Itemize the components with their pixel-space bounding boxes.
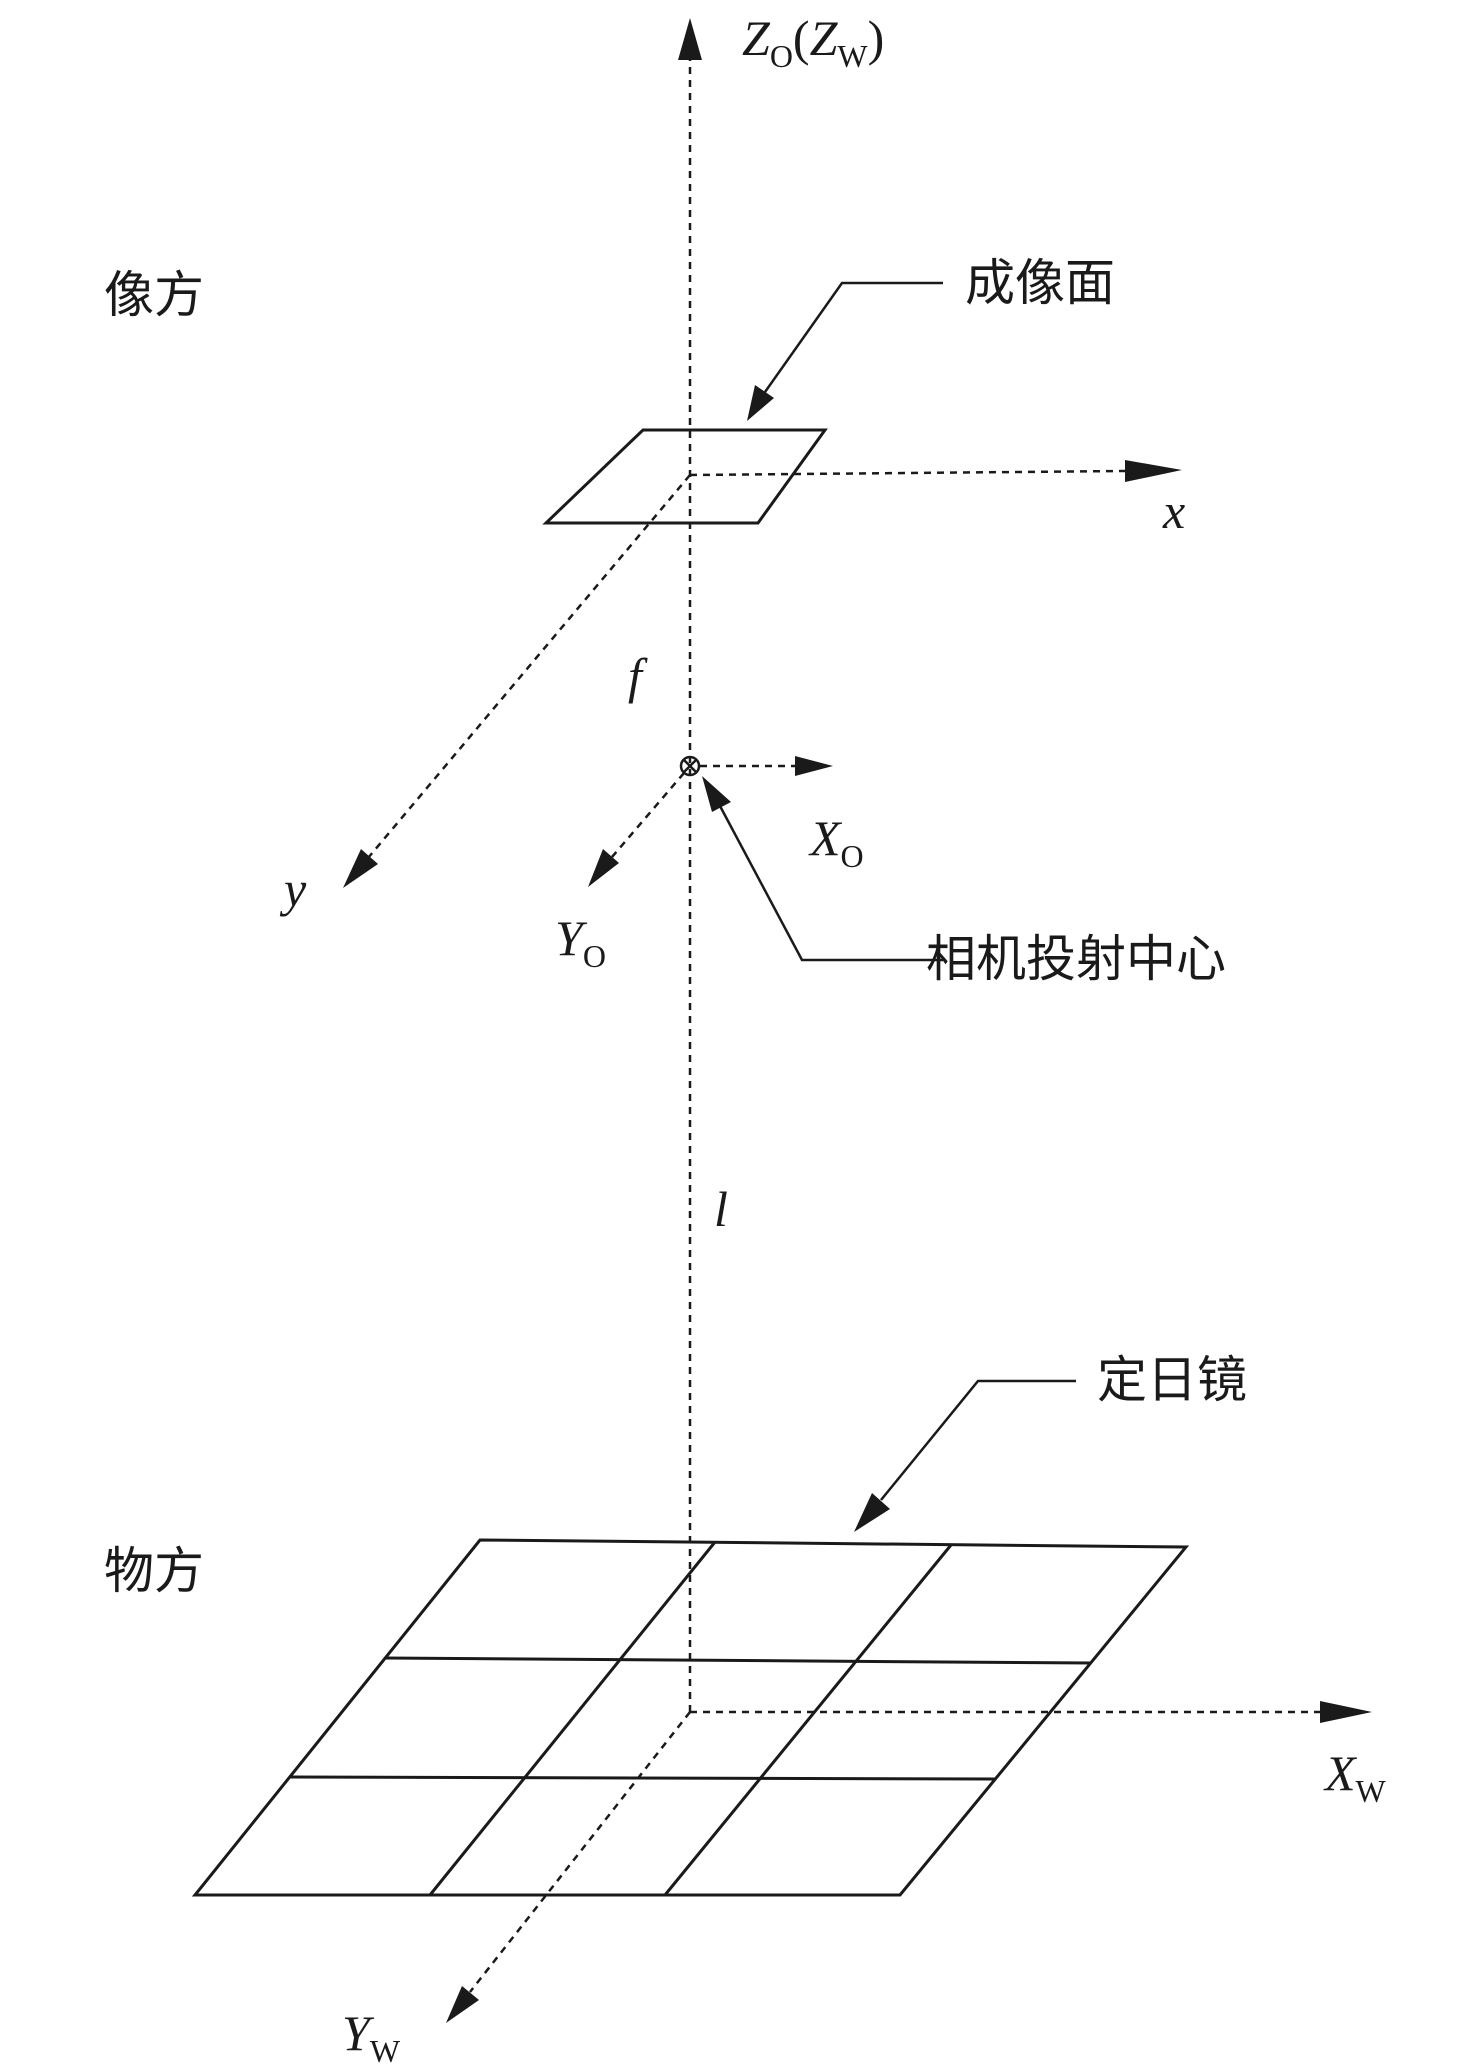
world-x-axis: [690, 1701, 1372, 1723]
heliostat-grid-line: [428, 1541, 717, 1896]
imaging-plane-label: 成像面: [965, 254, 1115, 312]
image-y-label: y: [279, 861, 307, 917]
world-y-label: YW: [342, 2005, 401, 2067]
world-y-arrowhead: [446, 1986, 479, 2023]
heliostat-callout-arrowhead: [854, 1493, 890, 1532]
camera-x-axis: [700, 756, 833, 776]
heliostat-grid: [191, 1538, 1190, 1897]
world-x-arrowhead: [1320, 1701, 1372, 1723]
camera-x-arrowhead: [795, 756, 833, 776]
heliostat-grid-line: [384, 1656, 1092, 1665]
camera-y-arrowhead: [588, 849, 619, 887]
z-axis-label: ZO(ZW): [742, 10, 884, 74]
image-side-label: 像方: [104, 266, 204, 324]
camera-y-axis: [588, 772, 685, 887]
camera-x-label: XO: [808, 810, 864, 874]
heliostat-label: 定日镜: [1097, 1351, 1247, 1409]
focal-length-label: f: [628, 648, 648, 704]
image-y-arrowhead: [343, 849, 378, 888]
heliostat-callout: [854, 1379, 1076, 1532]
image-y-axis: [343, 474, 691, 888]
heliostat-outline: [191, 1538, 1190, 1897]
projection-center-callout: [702, 776, 943, 962]
world-x-label: XW: [1323, 1745, 1387, 1809]
imaging-plane: [542, 428, 828, 525]
heliostat-grid-line: [663, 1544, 953, 1896]
world-y-axis: [446, 1711, 691, 2023]
projection-center-callout-arrowhead: [702, 776, 731, 812]
image-x-label: x: [1162, 483, 1185, 539]
object-side-label: 物方: [104, 1542, 204, 1600]
image-x-arrowhead: [1125, 460, 1182, 482]
projection-center-label: 相机投射中心: [926, 930, 1226, 988]
imaging-plane-callout-arrowhead: [747, 385, 774, 421]
heliostat-grid-line: [289, 1775, 996, 1781]
imaging-plane-callout: [747, 281, 943, 421]
z-axis-arrowhead: [678, 18, 702, 60]
projection-center-marker: [679, 755, 701, 777]
svg-text:ZO(ZW): ZO(ZW): [742, 10, 884, 74]
image-x-axis: [689, 460, 1182, 482]
camera-y-label: YO: [555, 910, 606, 974]
z-axis: [678, 18, 702, 1712]
distance-label: l: [714, 1181, 728, 1237]
